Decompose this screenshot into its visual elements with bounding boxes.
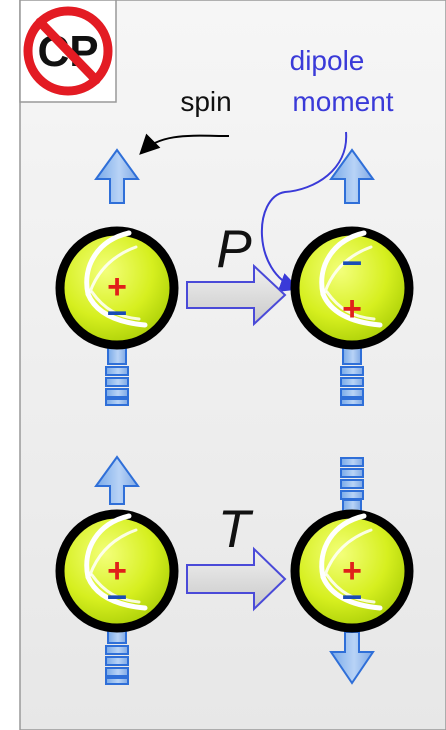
time-reversal-label: T (218, 500, 254, 559)
right-top-minus-charge: – (342, 240, 362, 281)
parity-label: P (216, 220, 252, 279)
right-top-plus-charge: + (342, 290, 362, 328)
right-bottom-minus-charge: – (342, 574, 362, 615)
left-top-spin-arrow-icon (94, 148, 140, 406)
left-bottom-spin-system: + – (55, 455, 179, 685)
left-bottom-plus-charge: + (107, 552, 127, 590)
left-top-plus-charge: + (107, 268, 127, 306)
right-bottom-ball (290, 509, 414, 633)
right-top-spin-system: – + (290, 148, 414, 406)
time-reversal-transform-arrow (186, 546, 287, 612)
left-top-spin-system: + – (55, 148, 179, 406)
spin-pointer-arrow (139, 133, 230, 155)
left-bottom-minus-charge: – (107, 574, 127, 615)
right-bottom-spin-system: + – (290, 457, 414, 685)
left-top-minus-charge: – (107, 290, 127, 331)
no-cp-sign: CP (19, 0, 117, 103)
right-bottom-plus-charge: + (342, 552, 362, 590)
parity-transform-arrow (186, 263, 287, 327)
dipole-label-line2: moment (292, 86, 393, 117)
right-top-ball (290, 226, 414, 350)
prohibition-slash-icon (35, 17, 101, 85)
spin-label: spin (180, 86, 231, 117)
left-bottom-ball (55, 509, 179, 633)
right-top-spin-arrow-icon (329, 148, 375, 406)
dipole-pointer-arrow (260, 131, 348, 292)
left-top-ball (55, 226, 179, 350)
dipole-label-line1: dipole (290, 45, 365, 76)
